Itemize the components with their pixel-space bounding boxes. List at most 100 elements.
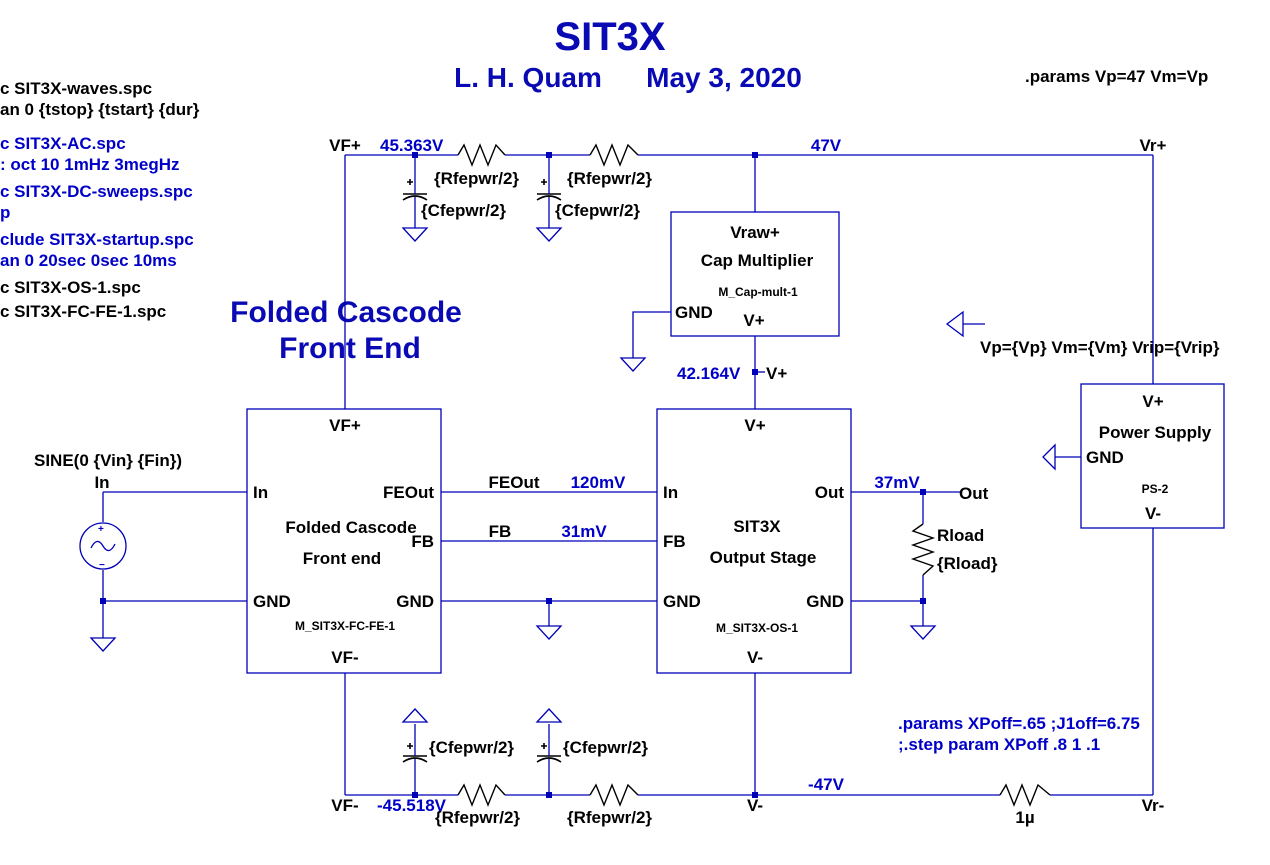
block-title: Cap Multiplier — [701, 251, 814, 270]
resistor-rload — [910, 523, 936, 576]
label-cfepwr-bot-1: {Cfepwr/2} — [429, 738, 514, 757]
directive-line[interactable]: c SIT3X-AC.spc — [0, 134, 126, 153]
directive-line[interactable]: an 0 20sec 0sec 10ms — [0, 251, 177, 270]
resistors[interactable] — [457, 143, 1051, 807]
pin-v-plus: V+ — [743, 311, 764, 330]
pin-gnd-right: GND — [396, 592, 434, 611]
ground-icon — [89, 637, 117, 652]
directive-line[interactable]: c SIT3X-FC-FE-1.spc — [0, 302, 166, 321]
label-rload-name: Rload — [937, 526, 984, 545]
net-label-v-plus: V+ — [766, 364, 787, 383]
folded-cascode-block[interactable]: VF+ In FEOut Folded Cascode FB Front end… — [246, 408, 442, 674]
directive-line[interactable]: clude SIT3X-startup.spc — [0, 230, 194, 249]
junction-dot — [412, 792, 418, 798]
block-model: M_Cap-mult-1 — [718, 285, 798, 299]
net-label-fb: FB — [489, 522, 512, 541]
junction-dot — [920, 598, 926, 604]
sim-directive-list: c SIT3X-waves.spc an 0 {tstop} {tstart} … — [0, 79, 200, 321]
pin-v-plus: V+ — [744, 416, 765, 435]
label-rfepwr-bot-1: {Rfepwr/2} — [435, 808, 520, 827]
label-cfepwr-bot-2: {Cfepwr/2} — [563, 738, 648, 757]
label-rfepwr-top-2: {Rfepwr/2} — [567, 169, 652, 188]
block-model: M_SIT3X-FC-FE-1 — [295, 619, 395, 633]
net-label-vf-minus: VF- — [331, 796, 358, 815]
sine-voltage-source[interactable]: + − — [79, 522, 127, 571]
wires — [102, 154, 1154, 796]
wire-out-gnd — [851, 600, 924, 626]
section-label-line2: Front End — [279, 332, 421, 365]
resistor-1u — [999, 783, 1051, 807]
voltage-feout: 120mV — [571, 473, 626, 492]
output-stage-block[interactable]: V+ In Out SIT3X FB Output Stage GND GND … — [656, 408, 852, 674]
pin-gnd-right: GND — [806, 592, 844, 611]
ground-left-icon — [1042, 443, 1056, 471]
block-title-line2: Output Stage — [710, 548, 817, 567]
pin-gnd-left: GND — [253, 592, 291, 611]
params-directive-bottom[interactable]: .params XPoff=.65 ;J1off=6.75 — [898, 714, 1140, 733]
date-label: May 3, 2020 — [646, 62, 802, 93]
pin-gnd-left: GND — [663, 592, 701, 611]
junction-dot — [546, 792, 552, 798]
directive-line[interactable]: c SIT3X-OS-1.spc — [0, 278, 141, 297]
junction-dot — [752, 369, 758, 375]
pin-vraw-plus: Vraw+ — [730, 223, 780, 242]
power-supply-block[interactable]: V+ Power Supply GND PS-2 V- — [1080, 383, 1225, 529]
pin-feout: FEOut — [383, 483, 434, 502]
label-cfepwr-top-2: {Cfepwr/2} — [555, 201, 640, 220]
pin-out: Out — [815, 483, 845, 502]
step-directive-bottom[interactable]: ;.step param XPoff .8 1 .1 — [898, 735, 1100, 754]
schematic-title: SIT3X — [554, 15, 665, 59]
voltage-out: 37mV — [874, 473, 920, 492]
svg-text:−: − — [99, 560, 105, 571]
resistor-rfepwr-top-1 — [457, 143, 506, 167]
directive-line[interactable]: p — [0, 203, 10, 222]
label-rfepwr-bot-2: {Rfepwr/2} — [567, 808, 652, 827]
ground-icon — [401, 227, 429, 242]
pin-gnd: GND — [1086, 448, 1124, 467]
ground-icon — [535, 625, 563, 640]
label-cfepwr-top-1: {Cfepwr/2} — [421, 201, 506, 220]
resistor-rfepwr-bot-1 — [457, 783, 506, 807]
directive-line[interactable]: c SIT3X-DC-sweeps.spc — [0, 182, 193, 201]
block-model: M_SIT3X-OS-1 — [716, 621, 798, 635]
cap-multiplier-block[interactable]: Vraw+ Cap Multiplier M_Cap-mult-1 GND V+ — [670, 211, 840, 337]
pin-gnd: GND — [675, 303, 713, 322]
pin-fb: FB — [411, 532, 434, 551]
junction-dot — [752, 792, 758, 798]
label-1u: 1µ — [1015, 808, 1034, 827]
capacitors[interactable] — [402, 172, 562, 790]
source-net-label: In — [94, 473, 109, 492]
net-label-out: Out — [959, 484, 989, 503]
author-label: L. H. Quam — [454, 62, 602, 93]
resistor-rfepwr-top-2 — [589, 143, 639, 167]
net-label-vr-minus: Vr- — [1142, 796, 1165, 815]
voltage-fb: 31mV — [561, 522, 607, 541]
block-title: Power Supply — [1099, 423, 1212, 442]
junction-dot — [546, 598, 552, 604]
junction-dot — [752, 152, 758, 158]
directive-line[interactable]: : oct 10 1mHz 3megHz — [0, 155, 180, 174]
ground-icon — [619, 357, 647, 372]
net-label-feout: FEOut — [489, 473, 540, 492]
junction-dot — [546, 152, 552, 158]
source-value-label: SINE(0 {Vin} {Fin}) — [34, 451, 182, 470]
directive-line[interactable]: c SIT3X-waves.spc — [0, 79, 152, 98]
block-title-line1: Folded Cascode — [285, 518, 416, 537]
capacitor-bot-1 — [402, 740, 428, 790]
net-label-v-minus: V- — [747, 796, 763, 815]
pin-in: In — [253, 483, 268, 502]
pin-vf-plus: VF+ — [329, 416, 361, 435]
grounds — [89, 227, 1056, 723]
pin-vf-minus: VF- — [331, 648, 358, 667]
junction-dot — [412, 152, 418, 158]
block-model: PS-2 — [1142, 482, 1169, 496]
junctions — [100, 152, 926, 798]
pin-v-minus: V- — [747, 648, 763, 667]
label-rload-value: {Rload} — [937, 554, 998, 573]
pin-v-plus: V+ — [1142, 392, 1163, 411]
net-label-vr-plus: Vr+ — [1140, 136, 1167, 155]
label-rfepwr-top-1: {Rfepwr/2} — [434, 169, 519, 188]
capacitor-bot-2 — [536, 740, 562, 790]
directive-line[interactable]: an 0 {tstop} {tstart} {dur} — [0, 100, 200, 119]
